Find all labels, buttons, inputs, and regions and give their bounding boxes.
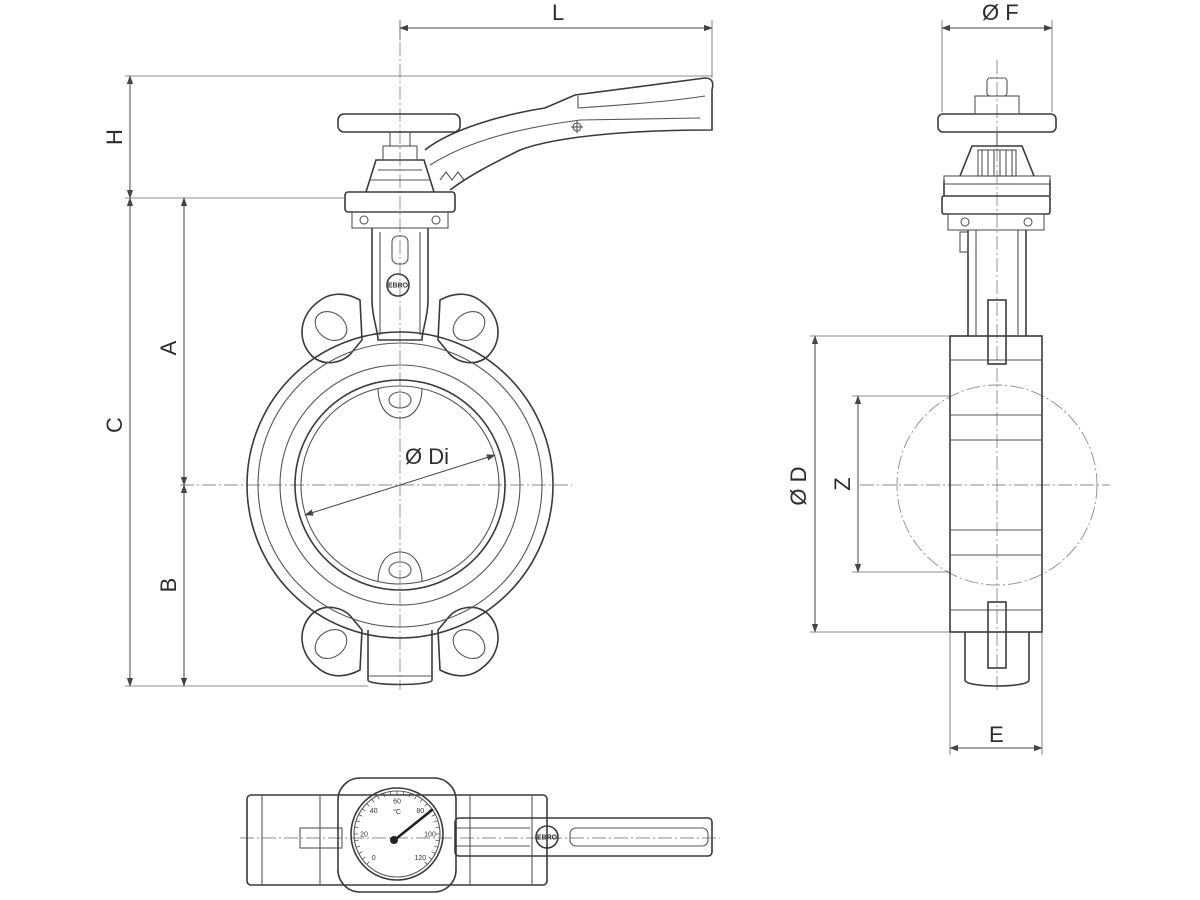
- dim-e-label: E: [989, 722, 1004, 747]
- hand-lever: [424, 77, 714, 191]
- gauge-tick-mark: [371, 798, 375, 803]
- dim-b-label: B: [156, 578, 181, 593]
- dim-h-label: H: [102, 129, 127, 145]
- dim-f-label: Ø F: [982, 0, 1019, 25]
- temperature-gauge: [350, 787, 444, 881]
- top-view-lever: [454, 817, 713, 857]
- gauge-tick-label: 60: [393, 799, 401, 806]
- gauge-tick-mark: [419, 798, 423, 803]
- gauge-tick-mark: [366, 861, 370, 865]
- gauge-housing: [337, 777, 457, 893]
- gauge-tick-label: 100: [424, 832, 436, 839]
- gauge-tick-mark: [354, 826, 359, 829]
- gauge-tick-mark: [389, 791, 392, 796]
- dim-a-label: A: [156, 340, 181, 355]
- gauge-tick-mark: [355, 845, 361, 848]
- gauge-tick-mark: [358, 814, 363, 817]
- ebro-logo: EBRO: [386, 273, 410, 297]
- gauge-tick-mark: [414, 795, 417, 800]
- gauge-tick-label: 20: [360, 832, 368, 839]
- disc-swing-arc: [896, 384, 1098, 586]
- gauge-unit: °C: [393, 808, 401, 816]
- di-dimension: Ø Di: [304, 444, 496, 516]
- dim-c-label: C: [102, 417, 127, 433]
- gauge-tick-label: 0: [372, 855, 376, 862]
- gauge-tick-mark: [354, 839, 359, 842]
- front-view: EBRO Ø: [180, 20, 714, 690]
- gauge-tick-mark: [435, 839, 440, 842]
- side-body: [949, 335, 1043, 633]
- actuator-mount: [337, 113, 465, 229]
- side-view: [860, 60, 1110, 690]
- gauge-tick-mark: [361, 808, 366, 812]
- gauge-tick-label: 40: [370, 808, 378, 815]
- front-dimensions: L H C A B: [102, 0, 713, 687]
- gauge-tick-mark: [433, 845, 439, 848]
- valve-body: [246, 228, 554, 686]
- gauge-tick-mark: [355, 820, 361, 823]
- gauge-tick-mark: [366, 803, 370, 807]
- gauge-tick-label: 120: [414, 855, 426, 862]
- logo-text: EBRO: [388, 283, 409, 290]
- gauge-tick-mark: [361, 856, 366, 860]
- gauge-tick-mark: [377, 795, 380, 800]
- side-dimensions: Ø F Ø D Z E: [786, 0, 1053, 755]
- gauge-tick-mark: [424, 861, 428, 865]
- gauge-tick-label: 80: [416, 808, 424, 815]
- gauge-tick-mark: [431, 851, 436, 854]
- gauge-tick-mark: [402, 791, 405, 796]
- gauge-needle: [390, 808, 434, 844]
- top-view: EBRO 0 20 40 60 80 100 120 °C: [240, 777, 720, 893]
- gauge-tick-mark: [431, 814, 436, 817]
- gauge-tick-mark: [408, 792, 411, 798]
- dim-l-label: L: [552, 0, 564, 25]
- gauge-tick-mark: [428, 856, 433, 860]
- gauge-tick-mark: [433, 820, 439, 823]
- dim-d-label: Ø D: [786, 466, 811, 505]
- top-view-logo-text: EBRO: [537, 835, 558, 842]
- dim-z-label: Z: [830, 477, 855, 490]
- dim-di-label: Ø Di: [405, 444, 449, 469]
- gauge-tick-mark: [383, 792, 386, 798]
- top-view-logo: EBRO: [535, 825, 559, 849]
- gauge-tick-mark: [424, 803, 428, 807]
- gauge-tick-mark: [358, 851, 363, 854]
- gauge-scale: 0 20 40 60 80 100 120: [354, 791, 440, 865]
- gauge-pivot: [390, 836, 398, 844]
- gauge-tick-mark: [435, 826, 440, 829]
